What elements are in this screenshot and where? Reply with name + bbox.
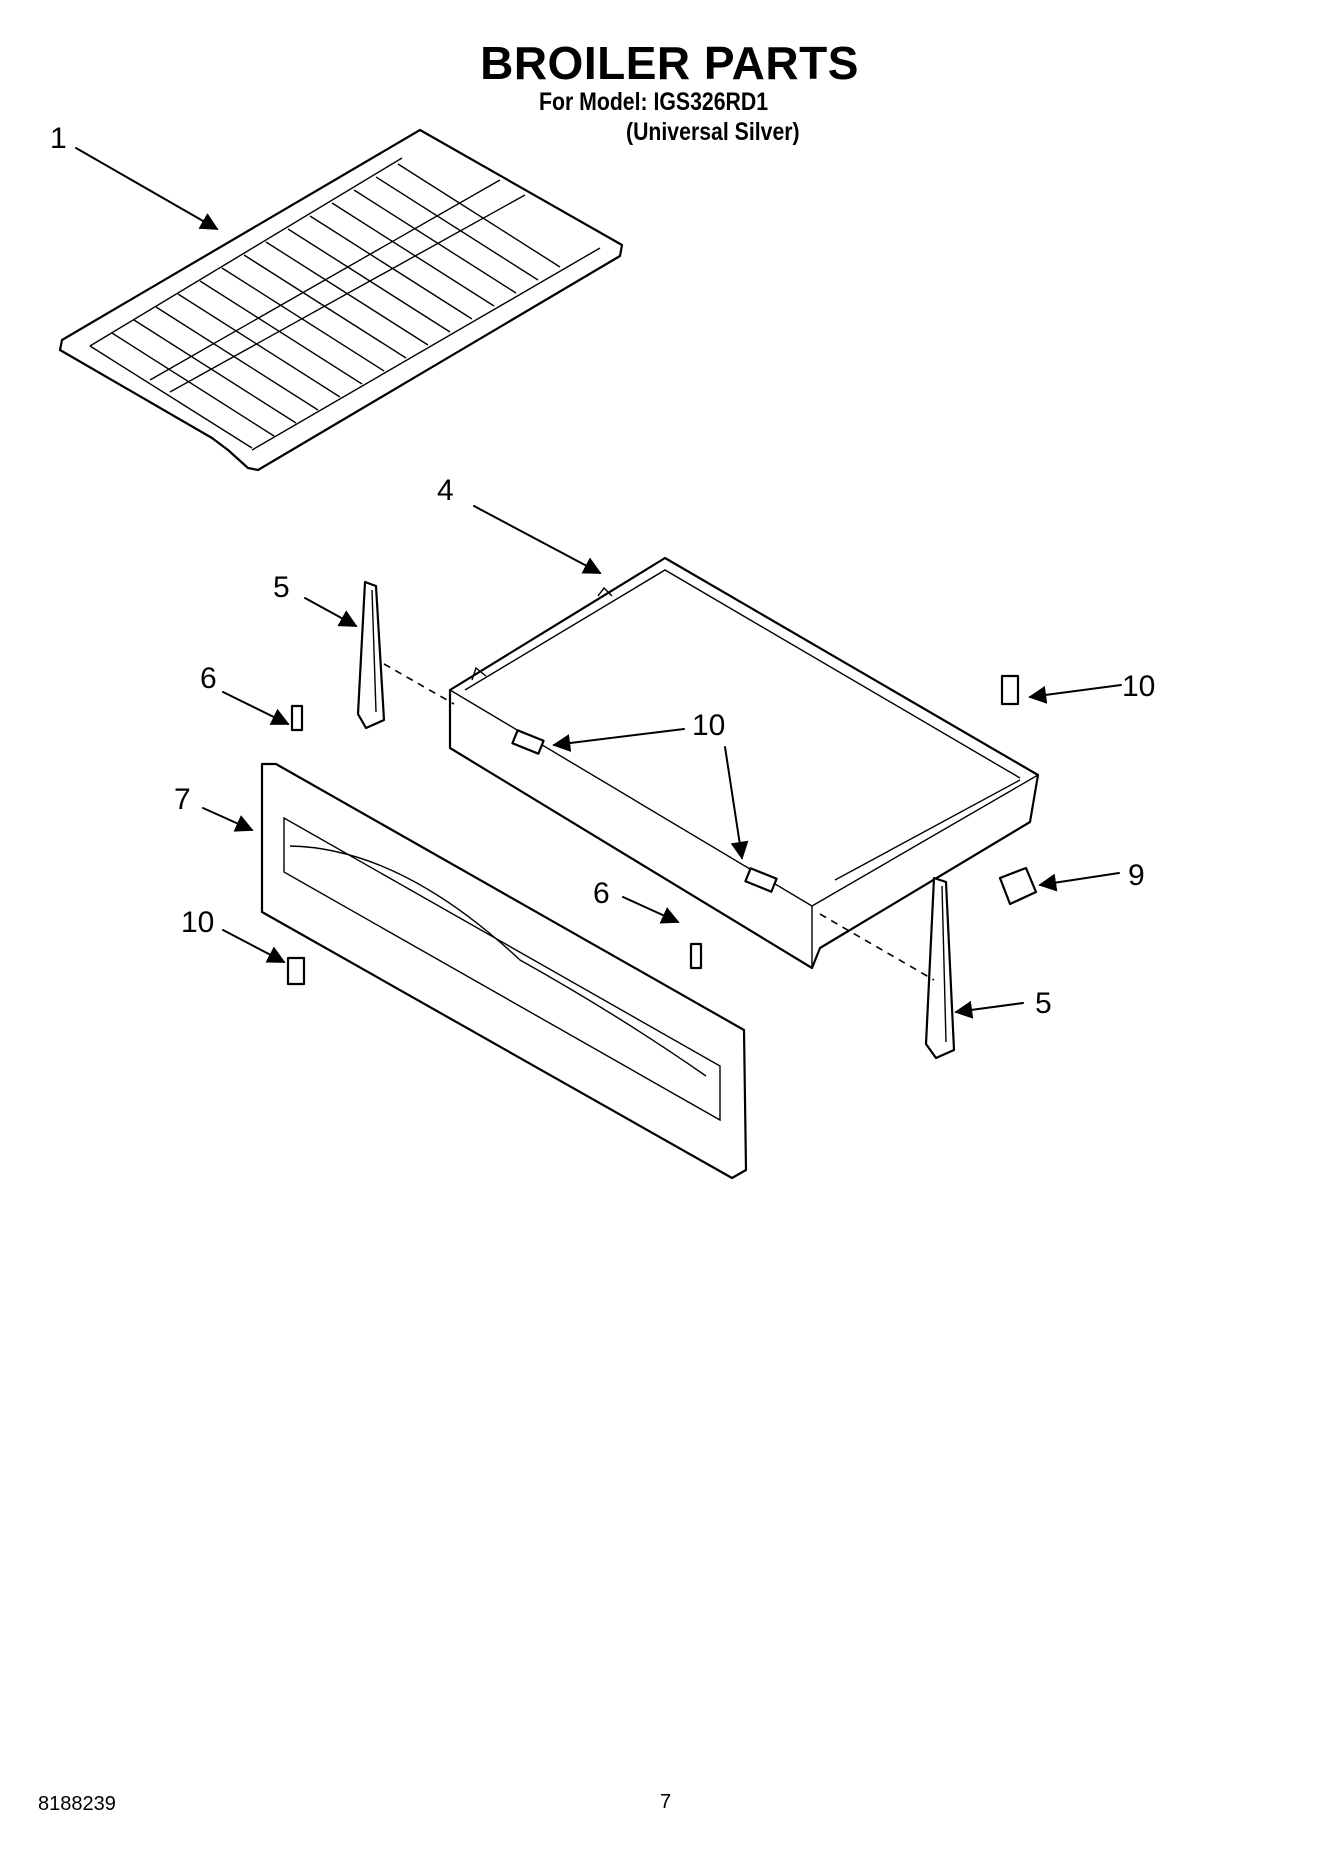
bolt-10-center-lower (744, 867, 778, 893)
bracket-clip-9 (998, 866, 1038, 906)
assembly-line (819, 913, 935, 981)
callout-5-left: 5 (273, 571, 290, 604)
callout-10-top-right: 10 (1122, 670, 1155, 703)
broiler-pan (448, 556, 1040, 970)
side-rail-left (356, 580, 386, 730)
bolt-10-center-upper (511, 729, 545, 755)
side-rail-right (924, 876, 956, 1060)
callout-6-left: 6 (200, 662, 217, 695)
broiler-grid (58, 128, 624, 472)
drawer-panel (260, 762, 748, 1180)
callout-9: 9 (1128, 859, 1145, 892)
page-title: BROILER PARTS (480, 37, 859, 89)
assembly-line (383, 663, 455, 705)
grid-bars (89, 163, 561, 449)
document-number: 8188239 (38, 1793, 116, 1815)
model-number: For Model: IGS326RD1 (539, 88, 769, 116)
callout-6-right: 6 (593, 877, 610, 910)
callout-1: 1 (50, 122, 67, 155)
screw-6-left (290, 704, 304, 732)
callout-4: 4 (437, 474, 454, 507)
screw-6-right (689, 942, 703, 970)
model-color: (Universal Silver) (626, 118, 800, 146)
callout-10-center: 10 (692, 709, 725, 742)
callout-10-left: 10 (181, 906, 214, 939)
bolt-10-top-right (1000, 674, 1020, 706)
bolt-10-left (286, 956, 306, 986)
leader-arrows (75, 147, 1122, 1019)
callout-5-right: 5 (1035, 987, 1052, 1020)
callout-7: 7 (174, 783, 191, 816)
page-number: 7 (660, 1791, 672, 1813)
